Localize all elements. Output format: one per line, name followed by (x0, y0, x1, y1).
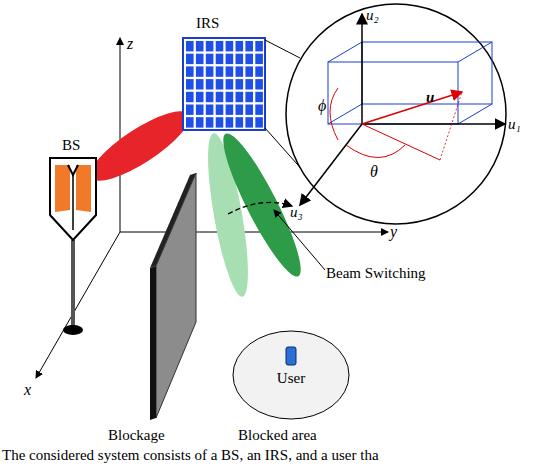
irs-element (245, 92, 253, 102)
irs-element (226, 117, 234, 127)
vector-label: u (426, 90, 434, 105)
irs-element (216, 66, 224, 76)
theta-arc (346, 145, 405, 158)
part-label: IRS (196, 16, 219, 31)
irs-element (186, 117, 194, 127)
irs-element (206, 92, 214, 102)
irs-element (226, 41, 234, 51)
irs-element (196, 54, 204, 64)
z-axis (120, 38, 121, 232)
phi-arc (330, 88, 338, 140)
irs-element (216, 41, 224, 51)
switch-arrow (228, 202, 292, 214)
u1-axis (362, 123, 505, 125)
irs-element (255, 105, 263, 115)
irs-element (186, 92, 194, 102)
irs-element (206, 54, 214, 64)
irs-element (206, 117, 214, 127)
irs-element (236, 79, 244, 89)
irs-element (245, 66, 253, 76)
base-station (50, 158, 96, 335)
irs-element (236, 54, 244, 64)
irs-element (226, 66, 234, 76)
irs-element (216, 105, 224, 115)
vector-u (362, 92, 462, 124)
irs-element (216, 117, 224, 127)
irs-element (236, 66, 244, 76)
irs-element (245, 79, 253, 89)
part-label: Blockage (108, 428, 165, 443)
irs-panel (183, 38, 265, 130)
figure-caption: The considered system consists of a BS, … (2, 448, 379, 463)
annotation: Beam Switching (326, 266, 426, 281)
irs-element (245, 105, 253, 115)
irs-element (236, 117, 244, 127)
part-label: BS (62, 138, 80, 153)
irs-element (196, 105, 204, 115)
irs-element (255, 66, 263, 76)
incident-beam (82, 100, 198, 192)
axis-label: u₁ (508, 117, 521, 132)
node-text: User (277, 371, 305, 386)
phone-icon (286, 347, 296, 365)
u2-axis (361, 14, 363, 124)
inset-circle (286, 4, 506, 224)
irs-element (245, 54, 253, 64)
blockage-wall (150, 173, 196, 420)
blocked-area-ellipse: User (232, 330, 350, 420)
projection (440, 92, 462, 160)
irs-element (236, 105, 244, 115)
irs-element (206, 41, 214, 51)
angle-label: θ (370, 164, 378, 180)
irs-element (226, 79, 234, 89)
irs-element (196, 66, 204, 76)
irs-element (216, 54, 224, 64)
u3-axis (300, 124, 362, 205)
irs-element (255, 92, 263, 102)
irs-element (255, 79, 263, 89)
axis-label: u₃ (290, 205, 303, 220)
zoom-line (265, 40, 300, 58)
reflected-beam-new (212, 127, 311, 283)
irs-element (186, 66, 194, 76)
axis-label: z (127, 36, 133, 52)
irs-element (226, 105, 234, 115)
axis-label: u₂ (366, 8, 379, 23)
y-axis (120, 232, 388, 233)
irs-element (186, 79, 194, 89)
irs-element (206, 105, 214, 115)
irs-element (245, 117, 253, 127)
irs-element (245, 41, 253, 51)
irs-element (236, 41, 244, 51)
coordinate-cube (328, 42, 492, 124)
irs-element (206, 79, 214, 89)
region-label: Blocked area (238, 428, 317, 443)
irs-element (226, 92, 234, 102)
irs-element (216, 92, 224, 102)
irs-element (186, 41, 194, 51)
irs-element (226, 54, 234, 64)
irs-element (206, 66, 214, 76)
irs-element (196, 79, 204, 89)
irs-element (186, 105, 194, 115)
axis-label: y (390, 224, 397, 240)
projection (362, 124, 440, 160)
irs-element (255, 54, 263, 64)
irs-element (196, 41, 204, 51)
irs-element (216, 79, 224, 89)
irs-element (196, 92, 204, 102)
irs-element (255, 117, 263, 127)
irs-element (196, 117, 204, 127)
angle-label: ϕ (318, 98, 326, 114)
irs-element (236, 92, 244, 102)
x-axis (36, 232, 120, 378)
irs-element (255, 41, 263, 51)
irs-element (186, 54, 194, 64)
axis-label: x (24, 382, 31, 398)
